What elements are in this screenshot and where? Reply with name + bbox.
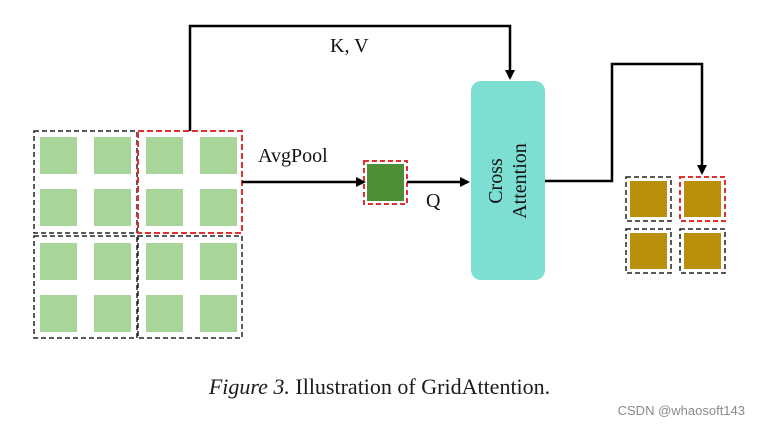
grid-cell bbox=[94, 189, 131, 226]
watermark: CSDN @whaosoft143 bbox=[617, 403, 745, 418]
grid-cell bbox=[94, 295, 131, 332]
cross-attention-label-line1: Cross bbox=[485, 158, 507, 204]
cross-attention-block bbox=[471, 81, 545, 280]
kv-arrow bbox=[188, 24, 515, 131]
q-label: Q bbox=[426, 190, 441, 212]
grid-cell bbox=[40, 189, 77, 226]
grid-cell bbox=[146, 137, 183, 174]
output-cell bbox=[684, 233, 721, 269]
output-cell bbox=[630, 233, 667, 269]
grid-cell bbox=[146, 189, 183, 226]
grid-group-bottom-left bbox=[33, 235, 138, 339]
pooled-query-token bbox=[367, 164, 404, 201]
output-cell bbox=[630, 181, 667, 217]
output-cell-frame bbox=[625, 176, 672, 222]
grid-cell bbox=[200, 137, 237, 174]
kv-label: K, V bbox=[330, 35, 369, 57]
output-token-grid bbox=[625, 176, 726, 274]
output-cell bbox=[684, 181, 721, 217]
grid-cell bbox=[146, 295, 183, 332]
grid-cell bbox=[40, 137, 77, 174]
grid-cell bbox=[94, 243, 131, 280]
grid-cell bbox=[200, 295, 237, 332]
grid-cell bbox=[200, 243, 237, 280]
output-cell-frame bbox=[625, 228, 672, 274]
grid-cell bbox=[40, 243, 77, 280]
figure-number: Figure 3. bbox=[208, 374, 290, 399]
grid-cell bbox=[146, 243, 183, 280]
input-feature-grid bbox=[33, 130, 243, 339]
grid-cell bbox=[40, 295, 77, 332]
output-arrow bbox=[545, 62, 707, 183]
grid-cell bbox=[94, 137, 131, 174]
grid-group-bottom-right bbox=[137, 235, 243, 339]
figure-caption: Figure 3. Illustration of GridAttention. bbox=[0, 374, 759, 400]
grid-cell bbox=[200, 189, 237, 226]
output-cell-frame bbox=[679, 228, 726, 274]
output-cell-frame-highlighted bbox=[679, 176, 726, 222]
caption-text: Illustration of GridAttention. bbox=[289, 374, 551, 399]
cross-attention-label-line2: Attention bbox=[509, 143, 531, 219]
avgpool-label: AvgPool bbox=[258, 145, 328, 167]
